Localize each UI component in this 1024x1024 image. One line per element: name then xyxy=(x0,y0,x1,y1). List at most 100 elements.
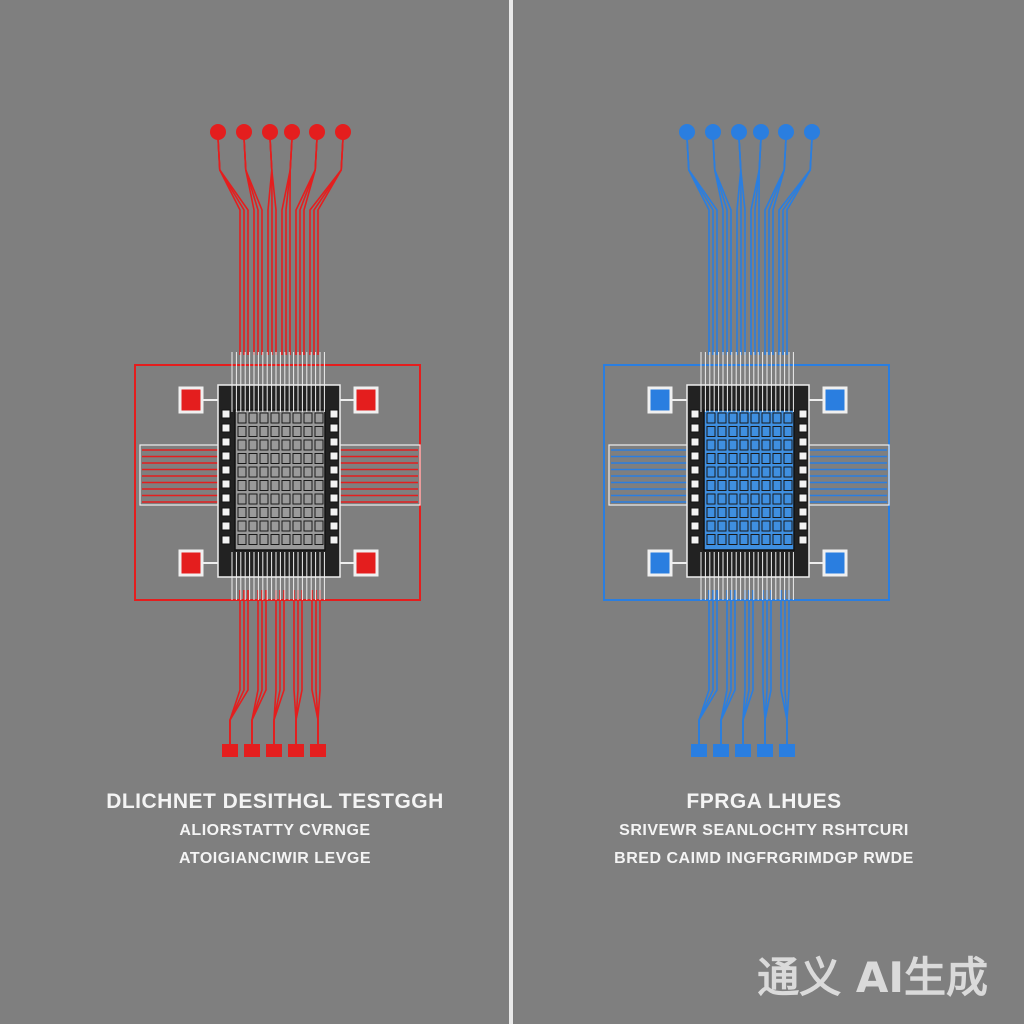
chip-cell xyxy=(303,426,313,437)
chip-cell xyxy=(248,453,258,464)
signal-trace xyxy=(742,590,750,745)
bottom-pad xyxy=(266,744,282,757)
signal-trace xyxy=(273,590,281,745)
chip-cell xyxy=(281,493,291,505)
signal-trace xyxy=(686,137,718,355)
chip-cell xyxy=(248,439,258,451)
bottom-pad xyxy=(735,744,751,757)
chip-pin xyxy=(221,409,231,419)
chip-cell xyxy=(783,412,793,424)
signal-trace xyxy=(229,590,249,745)
chip-cell xyxy=(303,507,313,518)
chip-cell xyxy=(281,480,291,491)
bottom-pad xyxy=(713,744,729,757)
chip-cell xyxy=(739,426,749,437)
chip-cell xyxy=(303,534,313,545)
chip-cell xyxy=(728,493,738,505)
signal-trace xyxy=(251,590,263,745)
chip-cell xyxy=(270,507,280,518)
chip-cell xyxy=(248,534,258,545)
chip-cell xyxy=(750,534,760,545)
chip-pin xyxy=(690,479,700,489)
chip-cell xyxy=(772,507,782,518)
chip-cell xyxy=(281,507,291,518)
chip-pin xyxy=(329,521,339,531)
corner-pad xyxy=(353,549,379,577)
signal-trace xyxy=(229,590,245,745)
signal-trace xyxy=(317,137,344,355)
chip-cell xyxy=(783,534,793,545)
corner-pad xyxy=(822,549,848,577)
chip-cell xyxy=(739,466,749,478)
corner-pad xyxy=(178,549,204,577)
chip-cell xyxy=(303,439,313,451)
corner-pad xyxy=(647,386,673,414)
chip-pin xyxy=(221,423,231,433)
chip-cell xyxy=(772,534,782,545)
chip-cell xyxy=(739,534,749,545)
corner-pad xyxy=(822,386,848,414)
signal-trace xyxy=(786,590,790,745)
chip-pin xyxy=(329,535,339,545)
chip-cell xyxy=(281,426,291,437)
chip-cell xyxy=(739,412,749,424)
chip-cell xyxy=(303,466,313,478)
chip-cell xyxy=(259,453,269,464)
chip-pin xyxy=(798,479,808,489)
chip-cell xyxy=(706,534,716,545)
chip-cell xyxy=(292,466,302,478)
bottom-pad xyxy=(310,744,326,757)
chip-pin xyxy=(798,507,808,517)
chip-cell xyxy=(292,453,302,464)
signal-trace xyxy=(251,590,267,745)
chip-cell xyxy=(783,507,793,518)
chip-cell xyxy=(750,520,760,532)
chip-pin xyxy=(798,493,808,503)
chip-cell xyxy=(717,493,727,505)
chip-cell xyxy=(706,466,716,478)
chip-cell xyxy=(292,493,302,505)
signal-trace xyxy=(698,590,718,745)
signal-trace xyxy=(686,137,710,355)
signal-trace xyxy=(720,590,728,745)
chip-cell xyxy=(739,439,749,451)
blue-circuit-diagram xyxy=(603,124,890,757)
signal-trace xyxy=(217,137,241,355)
chip-cell xyxy=(728,520,738,532)
signal-trace xyxy=(772,137,787,355)
chip-pin xyxy=(690,451,700,461)
bottom-pad xyxy=(691,744,707,757)
signal-trace xyxy=(285,137,293,355)
chip-cell xyxy=(717,426,727,437)
chip-pin xyxy=(221,493,231,503)
signal-trace xyxy=(317,590,321,745)
chip-cell xyxy=(717,439,727,451)
chip-cell xyxy=(248,480,258,491)
chip-pin xyxy=(221,437,231,447)
chip-pin xyxy=(690,437,700,447)
chip-cell xyxy=(728,426,738,437)
chip-cell xyxy=(314,412,324,424)
chip-cell xyxy=(706,426,716,437)
chip-cell xyxy=(772,520,782,532)
chip-cell xyxy=(259,426,269,437)
chip-pin xyxy=(329,451,339,461)
chip-cell xyxy=(772,412,782,424)
chip-pin xyxy=(329,423,339,433)
chip-cell xyxy=(292,534,302,545)
chip-cell xyxy=(270,426,280,437)
chip-pin xyxy=(690,535,700,545)
chip-cell xyxy=(728,480,738,491)
chip-pin xyxy=(798,451,808,461)
chip-cell xyxy=(314,426,324,437)
chip-cell xyxy=(739,520,749,532)
chip-cell xyxy=(237,412,247,424)
signal-trace xyxy=(243,137,263,355)
chip-cell xyxy=(706,520,716,532)
chip-cell xyxy=(303,493,313,505)
signal-trace xyxy=(754,137,762,355)
chip-cell xyxy=(270,466,280,478)
chip-cell xyxy=(761,493,771,505)
left-panel: DLICHNET DESITHGL TESTGGH ALIORSTATTY CV… xyxy=(0,0,510,1024)
chip-cell xyxy=(259,480,269,491)
